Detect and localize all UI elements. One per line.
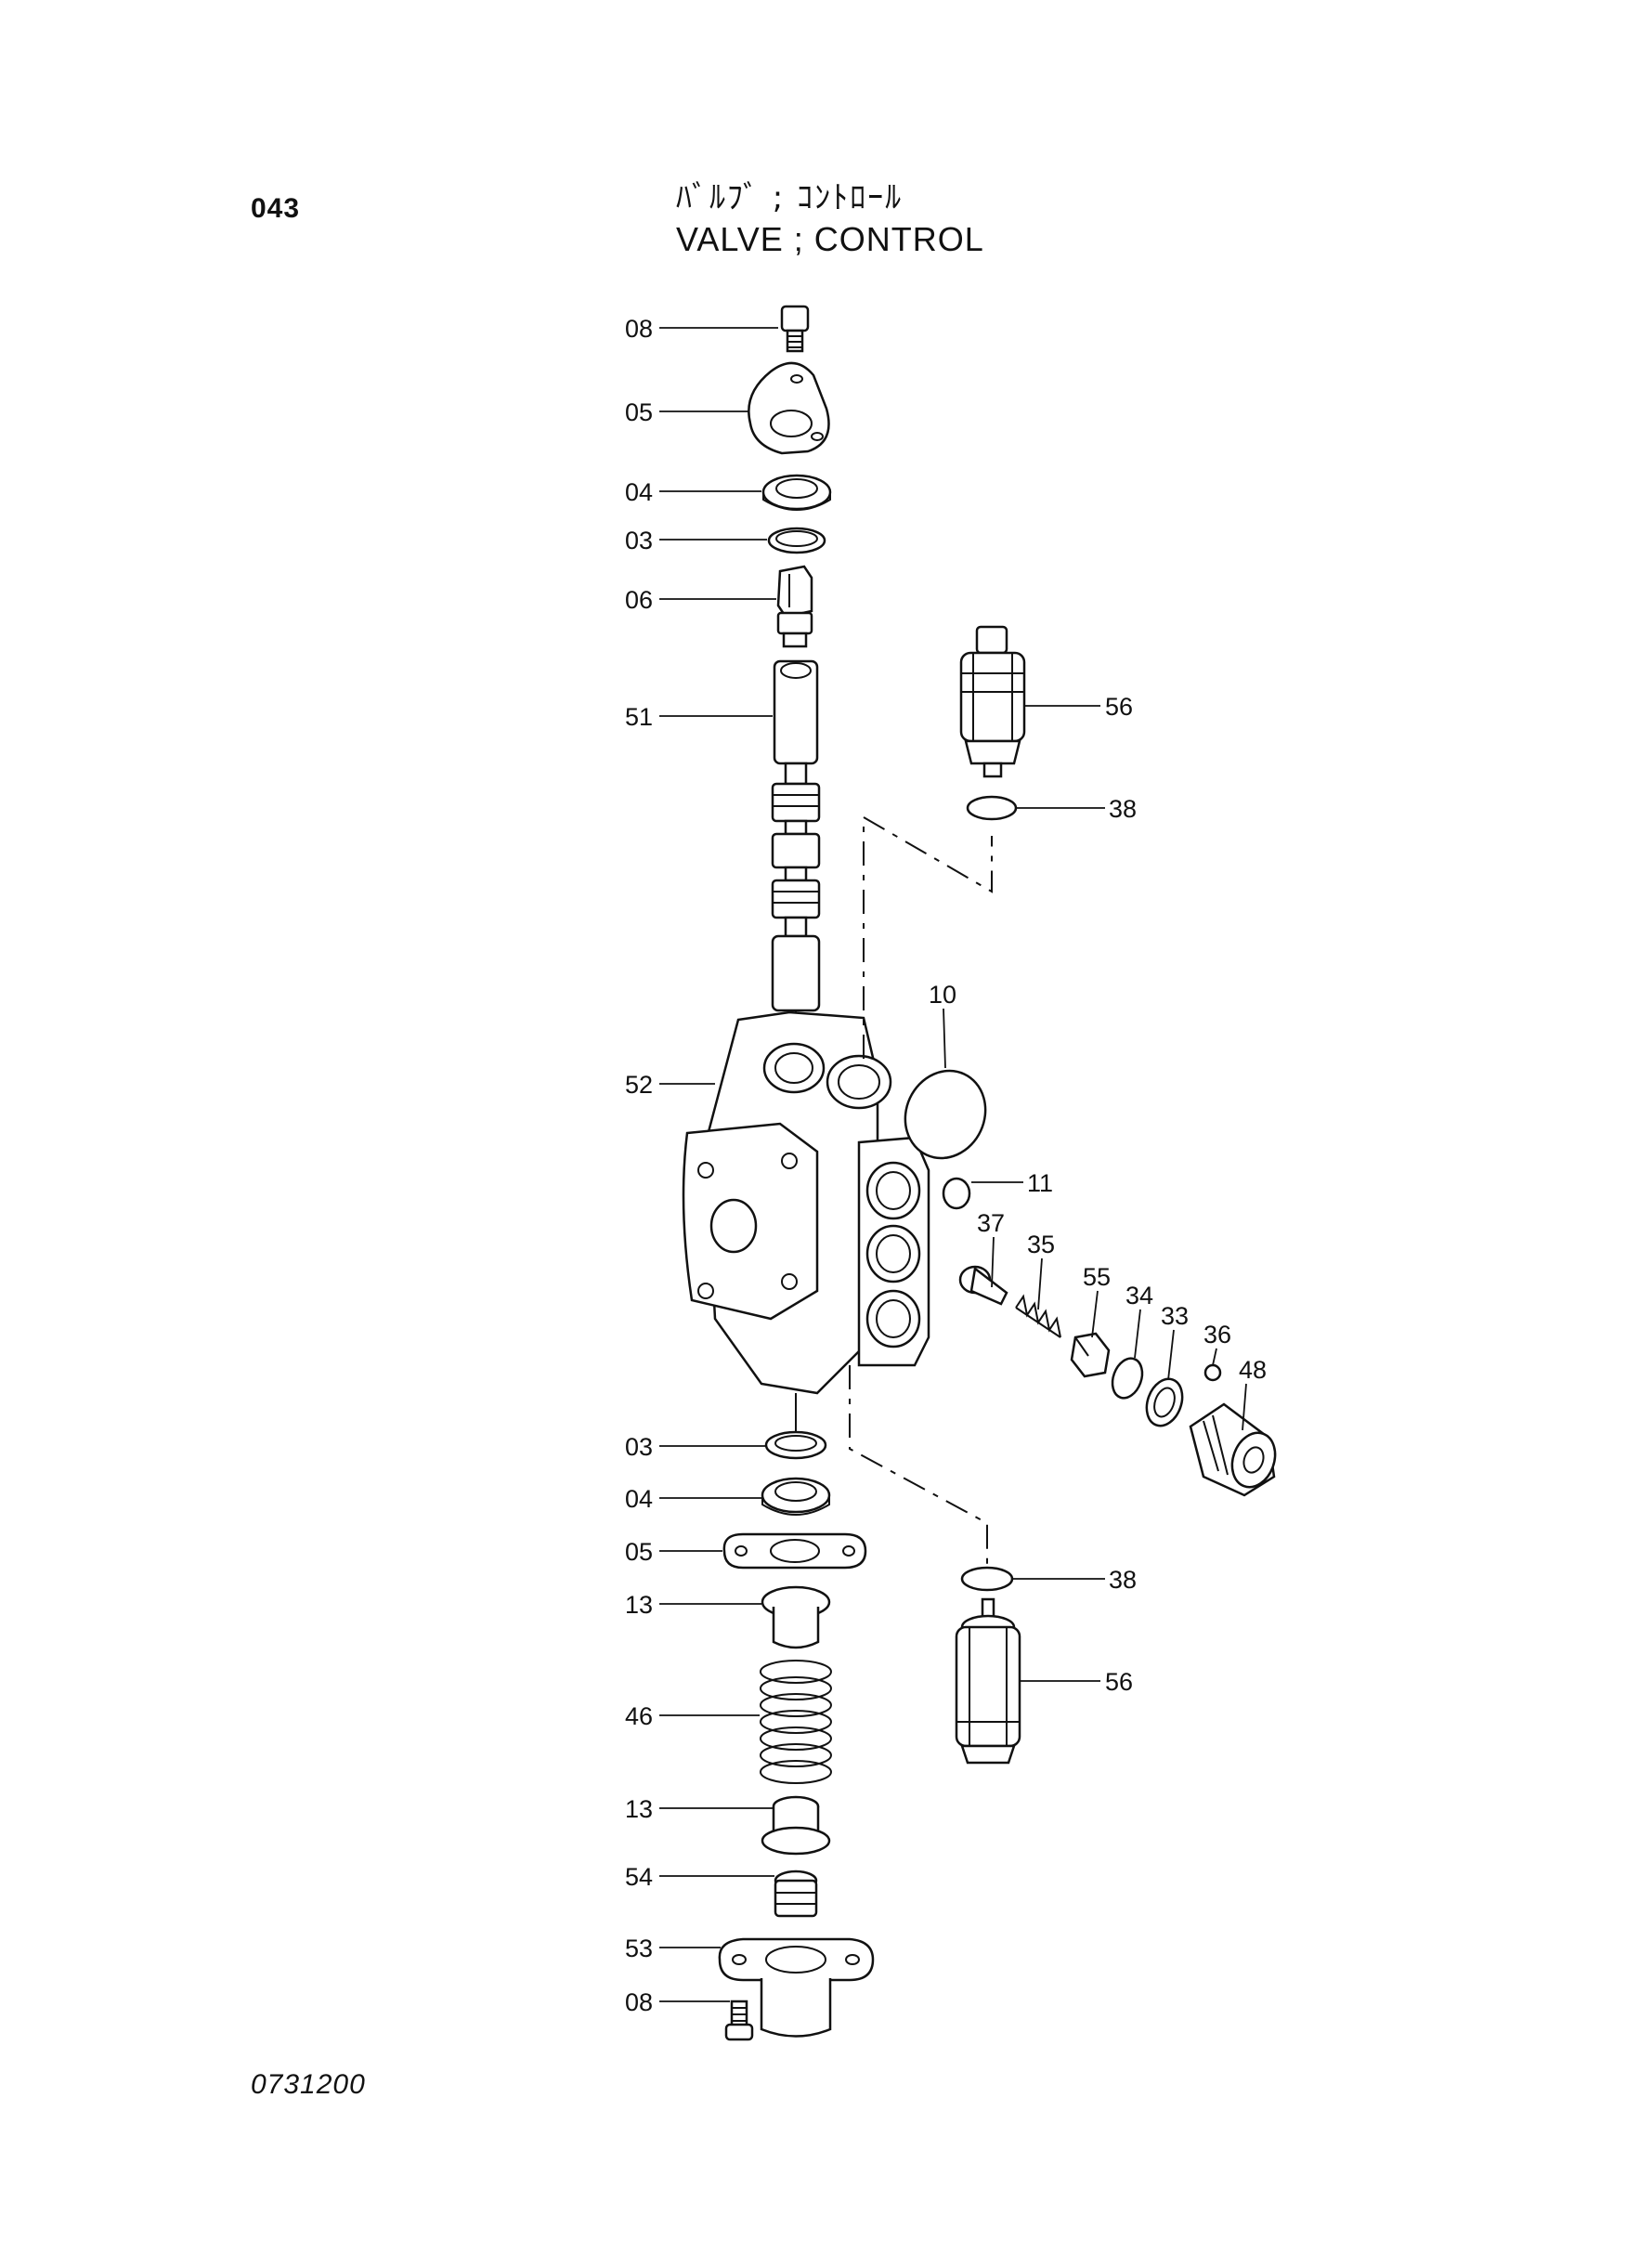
callout-04-top: 04 — [625, 478, 653, 506]
part-54-stopper — [774, 1870, 818, 1918]
part-56-top-relief-valve — [959, 625, 1026, 778]
callout-33: 33 — [1161, 1302, 1189, 1330]
callout-53: 53 — [625, 1935, 653, 1962]
part-53-cap — [718, 1937, 875, 2038]
callout-37: 37 — [977, 1209, 1005, 1237]
part-48-plug — [1189, 1402, 1277, 1497]
callout-11: 11 — [1027, 1169, 1053, 1197]
leader-lines — [659, 327, 1247, 2002]
part-08-top-bolt — [780, 305, 810, 353]
callout-10: 10 — [929, 981, 956, 1009]
callout-56-bottom: 56 — [1105, 1668, 1133, 1696]
part-38-bottom-oring — [960, 1566, 1014, 1592]
callout-36: 36 — [1203, 1321, 1231, 1348]
title-english: VALVE ; CONTROL — [676, 219, 984, 258]
part-06-clevis — [776, 565, 813, 648]
callout-56-top: 56 — [1105, 693, 1133, 721]
part-46-spring — [760, 1660, 832, 1784]
callout-52: 52 — [625, 1071, 653, 1099]
part-10-large-oring — [904, 1069, 987, 1160]
callout-55: 55 — [1083, 1263, 1111, 1291]
callout-06: 06 — [625, 586, 653, 614]
callout-38-bottom: 38 — [1109, 1566, 1137, 1594]
part-38-top-oring — [966, 795, 1018, 821]
callout-13-upper: 13 — [625, 1591, 653, 1619]
part-35-spring — [1015, 1294, 1061, 1338]
part-04-top-seal — [761, 474, 832, 511]
title-japanese: ﾊﾞﾙﾌﾞ ; ｺﾝﾄﾛｰﾙ — [676, 179, 904, 216]
callout-03-bottom: 03 — [625, 1433, 653, 1461]
callout-labels: 08 05 04 03 06 51 52 56 38 10 11 37 35 5… — [625, 315, 1267, 2016]
callout-34: 34 — [1125, 1282, 1153, 1309]
callout-04-bottom: 04 — [625, 1485, 653, 1513]
part-37-poppet — [958, 1265, 1008, 1306]
title-block: ﾊﾞﾙﾌﾞ ; ｺﾝﾄﾛｰﾙ VALVE ; CONTROL — [676, 178, 984, 260]
callout-08-top: 08 — [625, 315, 653, 343]
drawing-code: 0731200 — [251, 2069, 366, 2100]
callout-13-lower: 13 — [625, 1795, 653, 1823]
callout-46: 46 — [625, 1702, 653, 1730]
part-36-ball — [1203, 1363, 1222, 1382]
part-55-plug — [1070, 1332, 1111, 1378]
part-56-bottom-relief-valve — [955, 1597, 1021, 1765]
part-33-ring — [1145, 1377, 1184, 1427]
part-52-valve-body — [682, 1010, 930, 1435]
part-04-bottom-seal — [761, 1477, 831, 1516]
callout-38-top: 38 — [1109, 795, 1137, 823]
part-03-bottom-oring — [764, 1430, 827, 1460]
part-05-bottom-flange — [722, 1532, 867, 1570]
part-34-oring — [1111, 1357, 1144, 1400]
page-number: 043 — [251, 193, 301, 224]
part-03-top-oring — [767, 527, 826, 554]
part-13-upper-spring-seat — [761, 1585, 831, 1649]
part-08-bottom-bolt — [724, 2000, 754, 2041]
callout-51: 51 — [625, 703, 653, 731]
part-11-small-oring — [942, 1177, 971, 1210]
callout-05-top: 05 — [625, 398, 653, 426]
callout-03-top: 03 — [625, 527, 653, 554]
callout-48: 48 — [1239, 1356, 1267, 1384]
assembly-dash-lines — [849, 815, 993, 1568]
callout-54: 54 — [625, 1863, 653, 1891]
callout-08-bottom: 08 — [625, 1988, 653, 2016]
part-13-lower-spring-seat — [761, 1795, 831, 1856]
part-51-spool — [771, 659, 821, 1063]
callout-05-bottom: 05 — [625, 1538, 653, 1566]
part-05-top-flange — [748, 361, 830, 455]
callout-35: 35 — [1027, 1231, 1055, 1258]
